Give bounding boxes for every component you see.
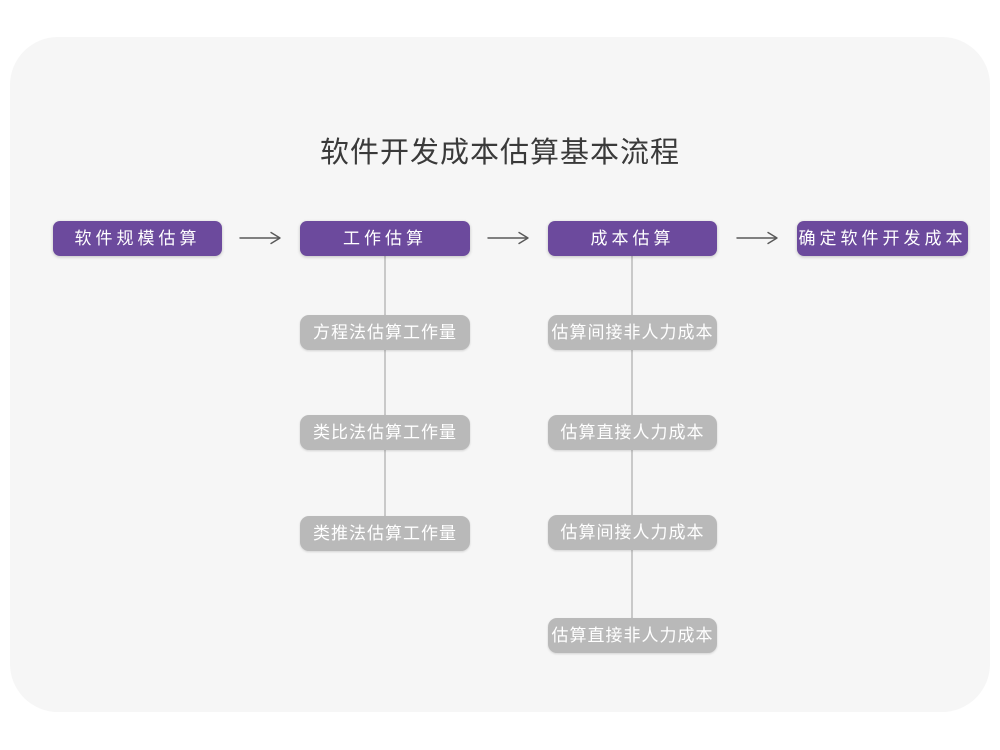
step-work-estimation: 工作估算 [300,221,470,256]
flow-arrow-icon [239,231,283,245]
step-software-scale-estimation: 软件规模估算 [53,221,222,256]
method-analogy-estimation: 类比法估算工作量 [300,415,470,450]
step-determine-development-cost: 确定软件开发成本 [797,221,968,256]
flow-arrow-icon [487,231,531,245]
cost-direct-labor: 估算直接人力成本 [548,415,717,450]
cost-indirect-non-labor: 估算间接非人力成本 [548,315,717,350]
cost-direct-non-labor: 估算直接非人力成本 [548,618,717,653]
method-equation-estimation: 方程法估算工作量 [300,315,470,350]
flow-arrow-icon [736,231,780,245]
diagram-title: 软件开发成本估算基本流程 [319,137,680,169]
connector-line-work-estimation [384,255,386,516]
method-extrapolation-estimation: 类推法估算工作量 [300,516,470,551]
step-cost-estimation: 成本估算 [548,221,717,256]
cost-indirect-labor: 估算间接人力成本 [548,515,717,550]
diagram-card: 软件开发成本估算基本流程 软件规模估算 工作估算 成本估算 确定软件开发成本 方… [10,37,990,712]
